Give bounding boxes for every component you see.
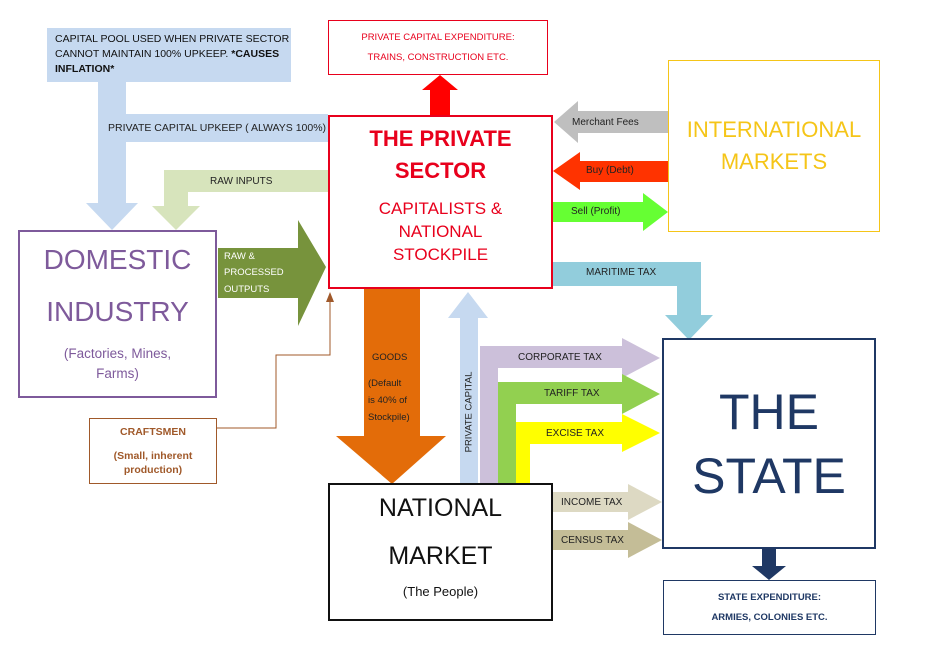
raw-inputs-arrow xyxy=(152,170,328,230)
excise-tax-label: EXCISE TAX xyxy=(546,428,604,439)
domestic-sub2: Farms) xyxy=(96,366,139,381)
private-capital-upkeep-label: PRIVATE CAPITAL UPKEEP ( ALWAYS 100%) xyxy=(108,122,327,134)
international-line2: MARKETS xyxy=(720,149,828,174)
census-tax-arrow xyxy=(553,522,662,558)
private-sector-box: THE PRIVATE SECTOR CAPITALISTS & NATIONA… xyxy=(328,115,553,289)
goods-sub1: (Default xyxy=(368,378,402,389)
domestic-sub1: (Factories, Mines, xyxy=(63,346,172,361)
international-line1: INTERNATIONAL xyxy=(686,117,862,142)
national-sub: (The People) xyxy=(402,584,479,599)
income-tax-label: INCOME TAX xyxy=(561,497,623,508)
tariff-tax-label: TARIFF TAX xyxy=(544,388,600,399)
state-line1: THE xyxy=(719,383,819,440)
private-expenditure-line2: TRAINS, CONSTRUCTION ETC. xyxy=(367,52,509,64)
goods-sub2: is 40% of xyxy=(368,395,408,406)
craftsmen-connector-head xyxy=(326,292,334,302)
merchant-fees-label: Merchant Fees xyxy=(572,117,639,128)
craftsmen-sub1: (Small, inherent xyxy=(113,450,193,462)
buy-debt-label: Buy (Debt) xyxy=(586,165,634,176)
income-tax-arrow xyxy=(553,484,662,520)
tariff-tax-arrow xyxy=(498,374,660,483)
maritime-tax-label: MARITIME TAX xyxy=(586,267,657,278)
international-markets-box: INTERNATIONAL MARKETS xyxy=(668,60,880,232)
craftsmen-title: CRAFTSMEN xyxy=(120,426,186,438)
capital-pool-box: CAPITAL POOL USED WHEN PRIVATE SECTOR CA… xyxy=(47,28,291,82)
private-sector-title2: SECTOR xyxy=(394,158,487,183)
goods-sub3: Stockpile) xyxy=(368,412,410,423)
craftsmen-box: CRAFTSMEN (Small, inherent production) xyxy=(89,418,217,484)
craftsmen-connector xyxy=(216,300,331,429)
maritime-tax-arrow xyxy=(553,262,713,340)
sell-profit-arrow xyxy=(553,193,668,231)
state-box: THE STATE xyxy=(662,338,876,549)
capital-pool-line3: INFLATION* xyxy=(55,63,115,75)
state-expenditure-line2: ARMIES, COLONIES ETC. xyxy=(711,612,828,624)
merchant-fees-arrow xyxy=(554,101,668,143)
raw-processed-label1: RAW & xyxy=(224,251,255,262)
national-title1: NATIONAL xyxy=(378,494,503,522)
goods-label: GOODS xyxy=(372,352,408,363)
national-title2: MARKET xyxy=(388,542,493,570)
private-capital-label: PRIVATE CAPITAL xyxy=(463,371,475,453)
capital-pool-line2-bold: *CAUSES xyxy=(231,48,280,60)
domestic-industry-box: DOMESTIC INDUSTRY (Factories, Mines, Far… xyxy=(18,230,217,398)
capital-pool-line1: CAPITAL POOL USED WHEN PRIVATE SECTOR xyxy=(55,33,290,45)
private-sector-sub1: CAPITALISTS & xyxy=(378,199,503,218)
private-expenditure-line1: PRIVATE CAPITAL EXPENDITURE: xyxy=(361,31,515,43)
goods-arrow xyxy=(336,289,446,484)
capital-pool-line2: CANNOT MAINTAIN 100% UPKEEP. xyxy=(55,48,229,60)
capital-pool-arrow xyxy=(86,80,138,230)
craftsmen-sub2: production) xyxy=(123,464,183,476)
raw-processed-label2: PROCESSED xyxy=(224,267,284,278)
domestic-title2: INDUSTRY xyxy=(46,296,189,327)
private-sector-sub3: STOCKPILE xyxy=(392,245,489,264)
census-tax-label: CENSUS TAX xyxy=(561,535,624,546)
raw-inputs-label: RAW INPUTS xyxy=(210,176,273,187)
raw-processed-label3: OUTPUTS xyxy=(224,284,270,295)
private-expenditure-box: PRIVATE CAPITAL EXPENDITURE: TRAINS, CON… xyxy=(328,20,548,75)
domestic-title1: DOMESTIC xyxy=(43,244,192,275)
national-market-box: NATIONAL MARKET (The People) xyxy=(328,483,553,621)
private-capital-arrow xyxy=(448,292,488,483)
excise-tax-arrow xyxy=(516,414,660,483)
corporate-tax-label: CORPORATE TAX xyxy=(518,352,602,363)
state-expenditure-line1: STATE EXPENDITURE: xyxy=(717,591,822,603)
private-capital-upkeep-band xyxy=(98,114,328,142)
state-line2: STATE xyxy=(692,447,846,504)
state-expenditure-box: STATE EXPENDITURE: ARMIES, COLONIES ETC. xyxy=(663,580,876,635)
buy-debt-arrow xyxy=(553,152,668,190)
private-sector-title1: THE PRIVATE xyxy=(369,126,512,151)
raw-processed-arrow xyxy=(218,220,326,326)
private-sector-sub2: NATIONAL xyxy=(398,222,483,241)
sell-profit-label: Sell (Profit) xyxy=(571,206,621,217)
private-expenditure-arrow xyxy=(422,75,458,115)
state-expenditure-arrow xyxy=(752,549,786,580)
